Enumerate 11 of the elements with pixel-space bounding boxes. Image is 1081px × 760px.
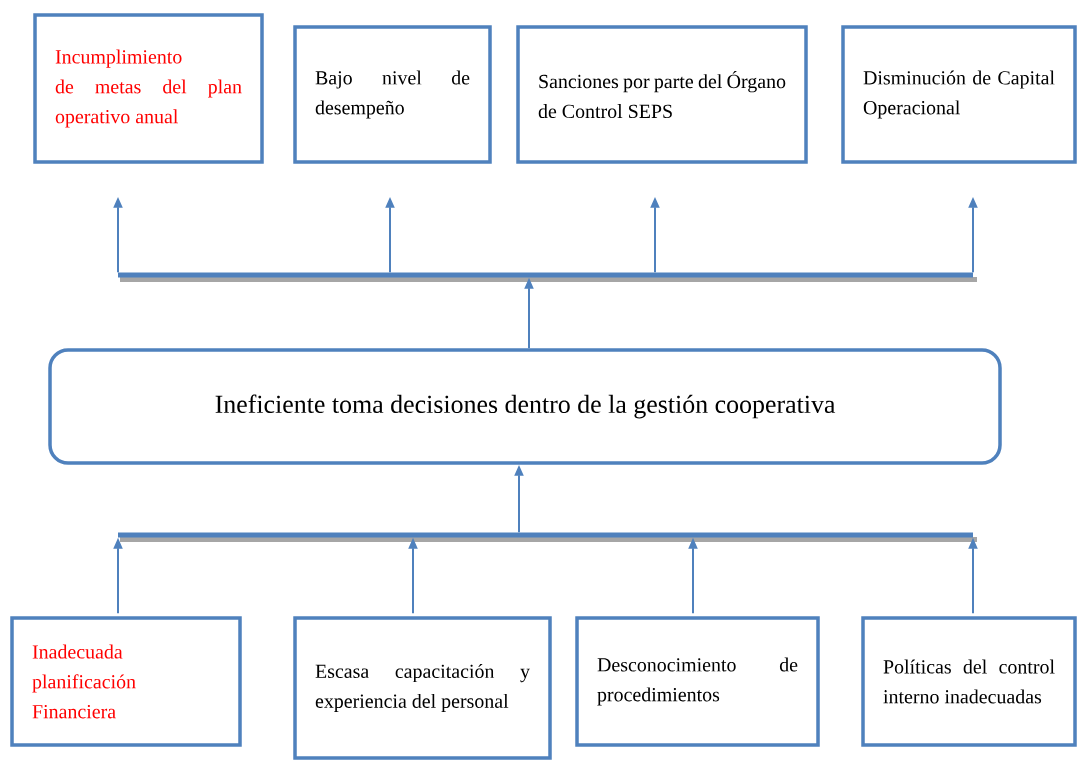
- text-box: Incumplimiento de metas del plan operativo anual: [33, 13, 264, 164]
- text-box: Escasa capacitación y experiencia del personal: [293, 616, 552, 760]
- text-box: Inadecuada planificación Financiera: [10, 616, 242, 747]
- horizontal-bar: [118, 272, 977, 282]
- rounded-box: Ineficiente toma decisiones dentro de la gestión cooperativa: [48, 348, 1002, 465]
- text-box: Sanciones por parte del Órgano de Control SEPS: [516, 25, 808, 164]
- horizontal-bar: [118, 532, 977, 542]
- text-box: Desconocimiento de procedimientos: [575, 616, 820, 747]
- text-box: Disminución de Capital Operacional: [841, 25, 1077, 164]
- text-box: Políticas del control interno inadecuadas: [861, 616, 1077, 747]
- text-box: Bajo nivel de desempeño: [293, 25, 492, 164]
